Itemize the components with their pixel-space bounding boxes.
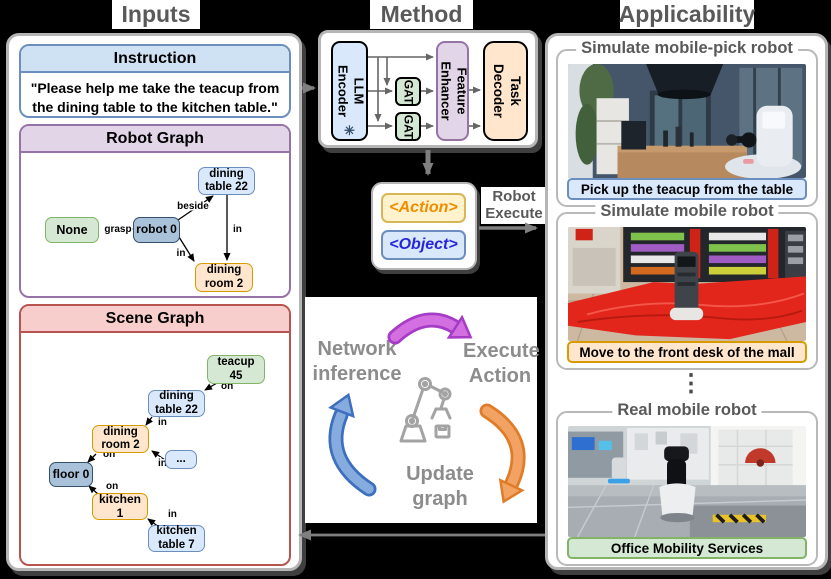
applicability-section-sim-mobile: Simulate mobile robot [556,202,818,370]
edge-label-in-robot-room: in [177,248,186,259]
robot-execute-label: Robot Execute [481,187,547,224]
applicability-panel: Simulate mobile-pick robot [545,33,828,570]
cycle-box: Network inference Execute Action Update … [305,297,540,523]
sim-mobile-image [568,227,806,341]
gat-top-label: GAT [401,79,416,104]
scene-graph-node-dining-table-22: dining table 22 [148,390,205,417]
robot-graph-node-none: None [45,217,99,243]
sim-mobile-title: Simulate mobile robot [595,202,779,221]
real-robot-image [568,426,806,537]
real-robot-illustration [568,426,806,537]
instruction-section: Instruction "Please help me take the tea… [19,44,291,118]
scene-graph-node-more: ... [165,450,197,469]
real-robot-caption: Office Mobility Services [567,537,807,559]
llm-encoder-block: LLM Encoder ✳ [331,41,368,141]
scene-graph-header: Scene Graph [21,306,289,333]
edge-label-in-ktable: in [168,509,177,520]
edge-label-grasp: grasp [104,224,131,235]
robot-graph-node-dining-room-2: dining room 2 [195,263,253,292]
instruction-header: Instruction [21,46,289,73]
scene-graph-node-floor-0: floor 0 [49,462,93,487]
applicability-section-sim-pick: Simulate mobile-pick robot [556,39,818,207]
gat-bottom-label: GAT [401,114,416,139]
task-decoder-label: Task Decoder [490,63,523,119]
cycle-execute-action: Execute Action [463,340,540,387]
inputs-panel: Instruction "Please help me take the tea… [6,33,302,571]
object-token: <Object> [381,230,466,260]
sim-mobile-caption: Move to the front desk of the mall [567,341,807,363]
sim-pick-illustration [568,64,806,178]
method-pipeline-panel: LLM Encoder ✳ GAT GAT Feature Enhancer T… [318,30,538,148]
method-title: Method [370,0,473,29]
scene-graph-section: Scene Graph on in on [19,304,291,566]
cycle-network-inference: Network inference [312,338,402,385]
scene-graph-node-kitchen-1: kitchen 1 [92,492,148,520]
sim-pick-caption: Pick up the teacup from the table [567,178,807,200]
scene-graph-body: on in on in on in teacup 45 dining table… [21,333,289,564]
edge-label-in-table: in [158,417,167,428]
vertical-ellipsis: ⋮ [679,370,703,397]
inputs-title: Inputs [112,0,200,29]
edge-label-beside: beside [177,201,209,212]
instruction-text: "Please help me take the teacup from the… [30,80,280,115]
robot-graph-body: grasp beside in in dining table 22 None … [21,153,289,296]
edge-label-on-kitchen: on [106,481,118,492]
robot-graph-node-dining-table-22: dining table 22 [198,167,255,195]
scene-graph-node-teacup-45: teacup 45 [207,355,265,384]
gat-bottom-block: GAT [395,112,421,141]
real-robot-title: Real mobile robot [612,401,762,420]
gat-top-block: GAT [395,77,421,106]
edge-label-in-table-room: in [233,224,242,235]
feature-enhancer-label: Feature Enhancer [437,61,469,121]
action-token: <Action> [381,193,466,223]
cycle-update-graph: Update graph [406,463,474,510]
robot-arm-icon [399,377,452,443]
scene-graph-node-dining-room-2: dining room 2 [92,425,149,453]
frozen-snowflake-icon: ✳ [344,123,355,138]
applicability-title: Applicability [618,0,756,29]
feature-enhancer-block: Feature Enhancer [436,41,469,141]
task-decoder-block: Task Decoder [483,41,528,141]
sim-mobile-illustration [568,227,806,341]
robot-graph-node-robot-0: robot 0 [133,217,180,243]
robot-graph-header: Robot Graph [21,126,289,153]
applicability-section-real-robot: Real mobile robot [556,401,818,566]
scene-graph-node-kitchen-table-7: kitchen table 7 [148,525,205,552]
robot-graph-section: Robot Graph grasp beside in in [19,124,291,298]
output-box: <Action> <Object> [371,182,477,270]
sim-pick-image [568,64,806,178]
sim-pick-title: Simulate mobile-pick robot [576,39,798,58]
